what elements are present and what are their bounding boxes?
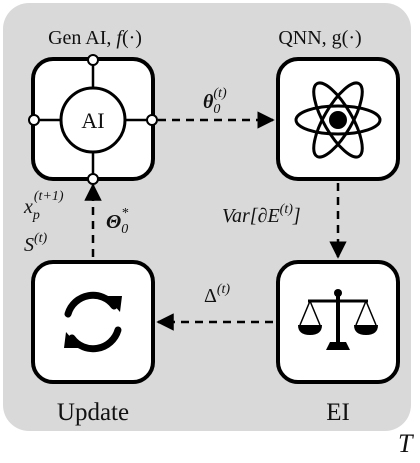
genai-node: Gen AI, f(·) AI [28, 27, 158, 185]
qnn-title: QNN, g(·) [278, 27, 361, 49]
label-theta0-t: θ0(t) [203, 86, 227, 117]
genai-center-label: AI [81, 108, 104, 133]
corner-label: T [398, 429, 414, 458]
ei-node: EI [276, 260, 400, 426]
refresh-cycle-icon [64, 291, 122, 353]
update-node: Update [31, 260, 155, 426]
label-var-de: Var[∂E(t)] [222, 202, 301, 227]
ei-label: EI [326, 399, 350, 426]
genai-title: Gen AI, f(·) [48, 27, 142, 49]
update-label: Update [57, 399, 129, 426]
qnn-node: QNN, g(·) [276, 27, 400, 181]
update-box [31, 260, 155, 384]
ai-circle-icon [28, 54, 158, 185]
balance-scale-icon [298, 289, 378, 350]
label-theta-star: Θ0* [106, 206, 128, 237]
label-delta-t: Δ(t) [204, 282, 230, 307]
label-xp: xp(t+1) [23, 189, 64, 223]
atom-icon [294, 81, 382, 159]
label-s-t: S(t) [24, 231, 48, 256]
